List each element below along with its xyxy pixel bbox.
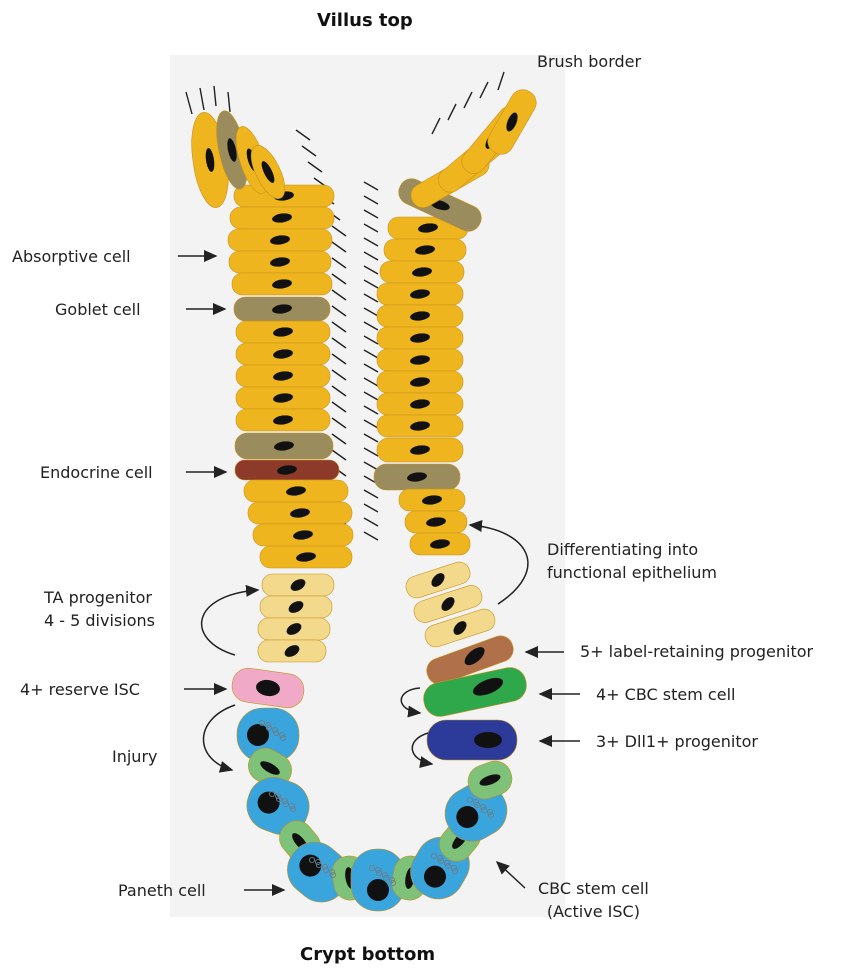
absorptive-cell bbox=[377, 438, 463, 462]
dll1-progenitor-cell bbox=[427, 720, 517, 760]
nucleus bbox=[247, 724, 269, 746]
absorptive-cell bbox=[230, 207, 334, 229]
absorptive-cell bbox=[229, 251, 331, 273]
absorptive-cell bbox=[377, 327, 463, 349]
label-reserve-isc: 4+ reserve ISC bbox=[20, 678, 140, 701]
absorptive-cell bbox=[377, 305, 463, 327]
label-label-retaining: 5+ label-retaining progenitor bbox=[580, 640, 813, 663]
label-differentiating-line2: functional epithelium bbox=[547, 561, 717, 584]
label-brush-border: Brush border bbox=[537, 50, 641, 73]
label-paneth-cell: Paneth cell bbox=[118, 879, 206, 902]
absorptive-cell bbox=[377, 283, 463, 305]
absorptive-cell bbox=[260, 546, 352, 568]
ta-progenitor-cell bbox=[258, 618, 330, 640]
label-goblet-cell: Goblet cell bbox=[55, 298, 141, 321]
absorptive-cell bbox=[377, 415, 463, 437]
ta-progenitor-cell bbox=[260, 596, 332, 618]
label-ta-progenitor: TA progenitor 4 - 5 divisions bbox=[44, 586, 155, 632]
label-ta-progenitor-line2: 4 - 5 divisions bbox=[44, 609, 155, 632]
label-endocrine-cell: Endocrine cell bbox=[40, 461, 153, 484]
absorptive-cell bbox=[377, 371, 463, 393]
absorptive-cell bbox=[244, 480, 348, 502]
absorptive-cell bbox=[377, 393, 463, 415]
absorptive-cell bbox=[236, 365, 330, 387]
label-cbc-stem-4: 4+ CBC stem cell bbox=[596, 683, 735, 706]
label-ta-progenitor-line1: TA progenitor bbox=[44, 586, 155, 609]
absorptive-cell bbox=[377, 349, 463, 371]
absorptive-cell bbox=[253, 524, 353, 546]
ta-progenitor-cell bbox=[262, 574, 334, 596]
nucleus bbox=[367, 879, 389, 901]
goblet-cell bbox=[235, 433, 333, 459]
goblet-cell bbox=[234, 297, 330, 321]
label-differentiating: Differentiating into functional epitheli… bbox=[547, 538, 717, 584]
label-differentiating-line1: Differentiating into bbox=[547, 538, 717, 561]
ta-progenitor-cell bbox=[258, 640, 326, 662]
goblet-cell bbox=[374, 464, 460, 490]
absorptive-cell bbox=[228, 229, 332, 251]
absorptive-cell bbox=[236, 343, 330, 365]
absorptive-cell bbox=[248, 502, 352, 524]
absorptive-cell bbox=[410, 533, 470, 555]
label-cbc-active-line1: CBC stem cell bbox=[538, 877, 649, 900]
label-absorptive-cell: Absorptive cell bbox=[12, 245, 131, 268]
absorptive-cell bbox=[236, 409, 330, 431]
absorptive-cell bbox=[384, 239, 466, 261]
absorptive-cell bbox=[380, 261, 464, 283]
absorptive-cell bbox=[232, 273, 332, 295]
label-cbc-active-line2: (Active ISC) bbox=[538, 900, 649, 923]
dll1-progenitor-cell-body bbox=[427, 720, 517, 760]
absorptive-cell bbox=[399, 489, 465, 511]
villus-top-title: Villus top bbox=[317, 10, 413, 31]
label-dll1-progenitor: 3+ Dll1+ progenitor bbox=[596, 730, 758, 753]
label-injury: Injury bbox=[112, 745, 158, 768]
nucleus bbox=[474, 732, 502, 748]
label-cbc-active: CBC stem cell (Active ISC) bbox=[538, 877, 649, 923]
absorptive-cell bbox=[405, 511, 467, 533]
absorptive-cell bbox=[236, 387, 330, 409]
crypt-bottom-title: Crypt bottom bbox=[300, 944, 435, 965]
endocrine-cell bbox=[235, 460, 339, 480]
absorptive-cell bbox=[236, 321, 330, 343]
